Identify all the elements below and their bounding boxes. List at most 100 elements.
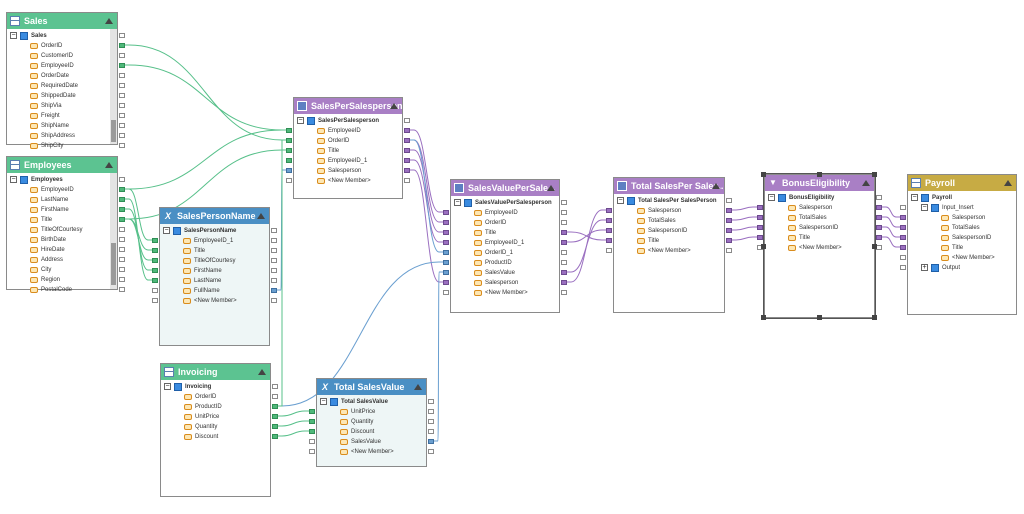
field-row[interactable]: Salesperson <box>900 213 1016 223</box>
field-row[interactable]: <New Member> <box>152 296 277 306</box>
output-port[interactable] <box>561 290 567 295</box>
field-row[interactable]: LastName <box>152 276 277 286</box>
collapse-arrow-icon[interactable] <box>712 183 720 189</box>
field-row[interactable]: Freight <box>7 111 125 121</box>
connection-wire[interactable] <box>276 410 311 417</box>
input-port[interactable] <box>900 245 906 250</box>
collapse-icon[interactable]: − <box>617 197 624 204</box>
collapse-arrow-icon[interactable] <box>414 384 422 390</box>
field-row[interactable]: −Sales <box>7 31 125 41</box>
field-row[interactable]: ShipAddress <box>7 131 125 141</box>
connection-wire[interactable] <box>276 139 288 407</box>
resize-handle-icon[interactable] <box>817 172 822 177</box>
output-port[interactable] <box>404 168 410 173</box>
connection-wire[interactable] <box>123 218 154 261</box>
field-row[interactable]: ShipCity <box>7 141 125 151</box>
output-port[interactable] <box>119 73 125 78</box>
input-port[interactable] <box>900 265 906 270</box>
output-port[interactable] <box>119 267 125 272</box>
field-row[interactable]: Discount <box>161 432 278 442</box>
output-port[interactable] <box>271 238 277 243</box>
field-row[interactable]: UnitPrice <box>161 412 278 422</box>
field-row[interactable]: Quantity <box>161 422 278 432</box>
input-port[interactable] <box>152 268 158 273</box>
field-row[interactable]: RequiredDate <box>7 81 125 91</box>
connection-wire[interactable] <box>880 236 902 248</box>
output-port[interactable] <box>119 227 125 232</box>
output-port[interactable] <box>119 197 125 202</box>
input-port[interactable] <box>152 298 158 303</box>
output-port[interactable] <box>726 228 732 233</box>
connection-wire[interactable] <box>408 129 445 213</box>
input-port[interactable] <box>443 210 449 215</box>
field-row[interactable]: OrderDate <box>7 71 125 81</box>
resize-handle-icon[interactable] <box>872 172 877 177</box>
connection-wire[interactable] <box>730 226 759 231</box>
field-row[interactable]: LastName <box>7 195 125 205</box>
field-row[interactable]: −Employees <box>7 175 125 185</box>
output-port[interactable] <box>404 158 410 163</box>
connection-wire[interactable] <box>276 420 311 427</box>
connection-wire[interactable] <box>408 159 445 243</box>
resize-handle-icon[interactable] <box>761 172 766 177</box>
field-row[interactable]: SalespersonID <box>757 223 882 233</box>
field-row[interactable]: Discount <box>309 427 434 437</box>
collapse-icon[interactable]: − <box>10 32 17 39</box>
bonuseligibility-node-header[interactable]: ▼ BonusEligibility <box>765 175 874 191</box>
field-row[interactable]: Title <box>152 246 277 256</box>
input-port[interactable] <box>606 238 612 243</box>
resize-handle-icon[interactable] <box>761 315 766 320</box>
input-port[interactable] <box>286 148 292 153</box>
salesvaluepersalesperson-node-header[interactable]: SalesValuePerSale... <box>451 180 559 196</box>
field-row[interactable]: OrderID <box>7 41 125 51</box>
output-port[interactable] <box>428 439 434 444</box>
output-port[interactable] <box>404 178 410 183</box>
field-row[interactable]: Title <box>606 236 732 246</box>
field-row[interactable]: CustomerID <box>7 51 125 61</box>
connection-wire[interactable] <box>123 129 288 190</box>
output-port[interactable] <box>119 143 125 148</box>
field-row[interactable]: −Payroll <box>908 193 1016 203</box>
output-port[interactable] <box>119 53 125 58</box>
collapse-icon[interactable]: − <box>163 227 170 234</box>
field-row[interactable]: FirstName <box>7 205 125 215</box>
connection-wire[interactable] <box>276 430 311 437</box>
field-row[interactable]: EmployeeID <box>443 208 567 218</box>
field-row[interactable]: <New Member> <box>286 176 410 186</box>
input-port[interactable] <box>606 218 612 223</box>
output-port[interactable] <box>561 230 567 235</box>
input-port[interactable] <box>443 290 449 295</box>
field-row[interactable]: Address <box>7 255 125 265</box>
input-port[interactable] <box>443 220 449 225</box>
output-port[interactable] <box>271 268 277 273</box>
field-row[interactable]: EmployeeID <box>7 185 125 195</box>
output-port[interactable] <box>428 419 434 424</box>
input-port[interactable] <box>443 260 449 265</box>
totalsalespersalesperson-aggregate-node[interactable]: Total SalesPer Sales... −Total SalesPer … <box>606 177 732 313</box>
collapse-arrow-icon[interactable] <box>105 18 113 24</box>
output-port[interactable] <box>272 414 278 419</box>
field-row[interactable]: Quantity <box>309 417 434 427</box>
input-port[interactable] <box>900 225 906 230</box>
field-row[interactable]: ShipVia <box>7 101 125 111</box>
output-port[interactable] <box>561 240 567 245</box>
input-port[interactable] <box>443 250 449 255</box>
employees-scrollbar[interactable] <box>110 173 117 289</box>
input-port[interactable] <box>757 235 763 240</box>
output-port[interactable] <box>404 128 410 133</box>
input-port[interactable] <box>443 240 449 245</box>
output-port[interactable] <box>726 218 732 223</box>
output-port[interactable] <box>119 257 125 262</box>
output-port[interactable] <box>404 148 410 153</box>
input-port[interactable] <box>309 419 315 424</box>
field-row[interactable]: EmployeeID <box>7 61 125 71</box>
connection-wire[interactable] <box>276 261 445 407</box>
field-row[interactable]: <New Member> <box>443 288 567 298</box>
field-row[interactable]: ProductID <box>161 402 278 412</box>
output-port[interactable] <box>561 220 567 225</box>
input-port[interactable] <box>443 270 449 275</box>
field-row[interactable]: Title <box>900 243 1016 253</box>
output-port[interactable] <box>271 248 277 253</box>
